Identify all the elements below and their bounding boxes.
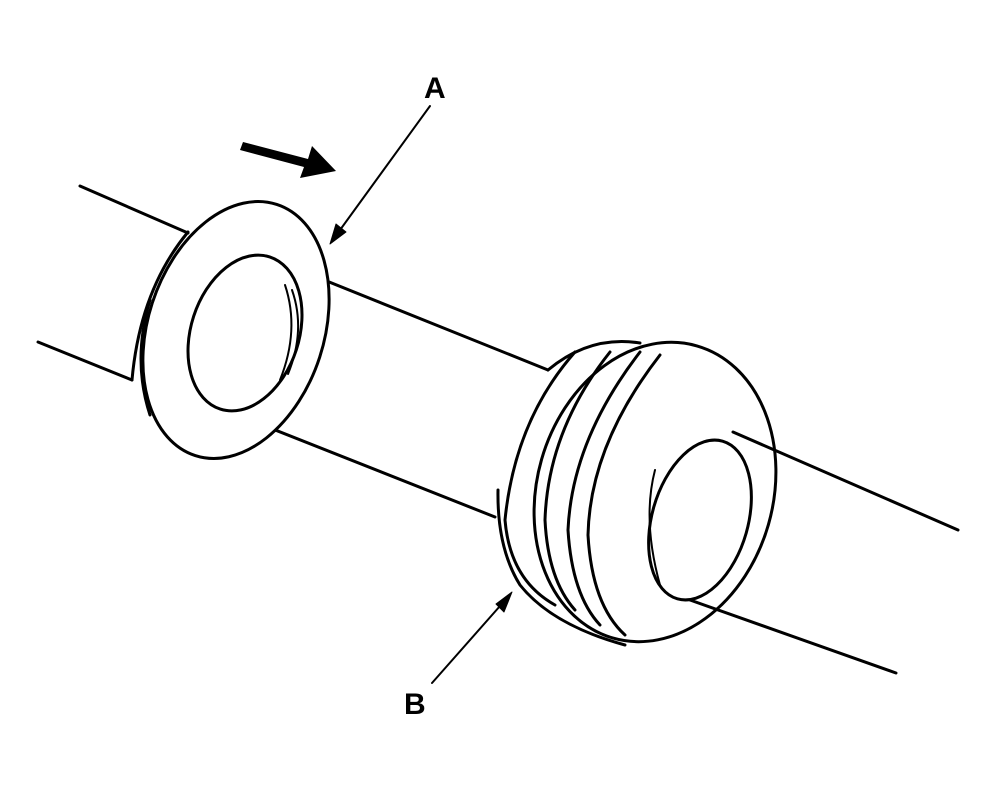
washer-a xyxy=(130,200,331,460)
callout-label-a: A xyxy=(424,72,446,105)
leader-line-b xyxy=(431,591,513,684)
seal-b xyxy=(496,340,778,647)
shaft-right xyxy=(688,430,960,675)
right-arrow-icon xyxy=(240,142,336,178)
callout-label-b: B xyxy=(404,688,426,721)
leader-line-a xyxy=(329,105,431,245)
